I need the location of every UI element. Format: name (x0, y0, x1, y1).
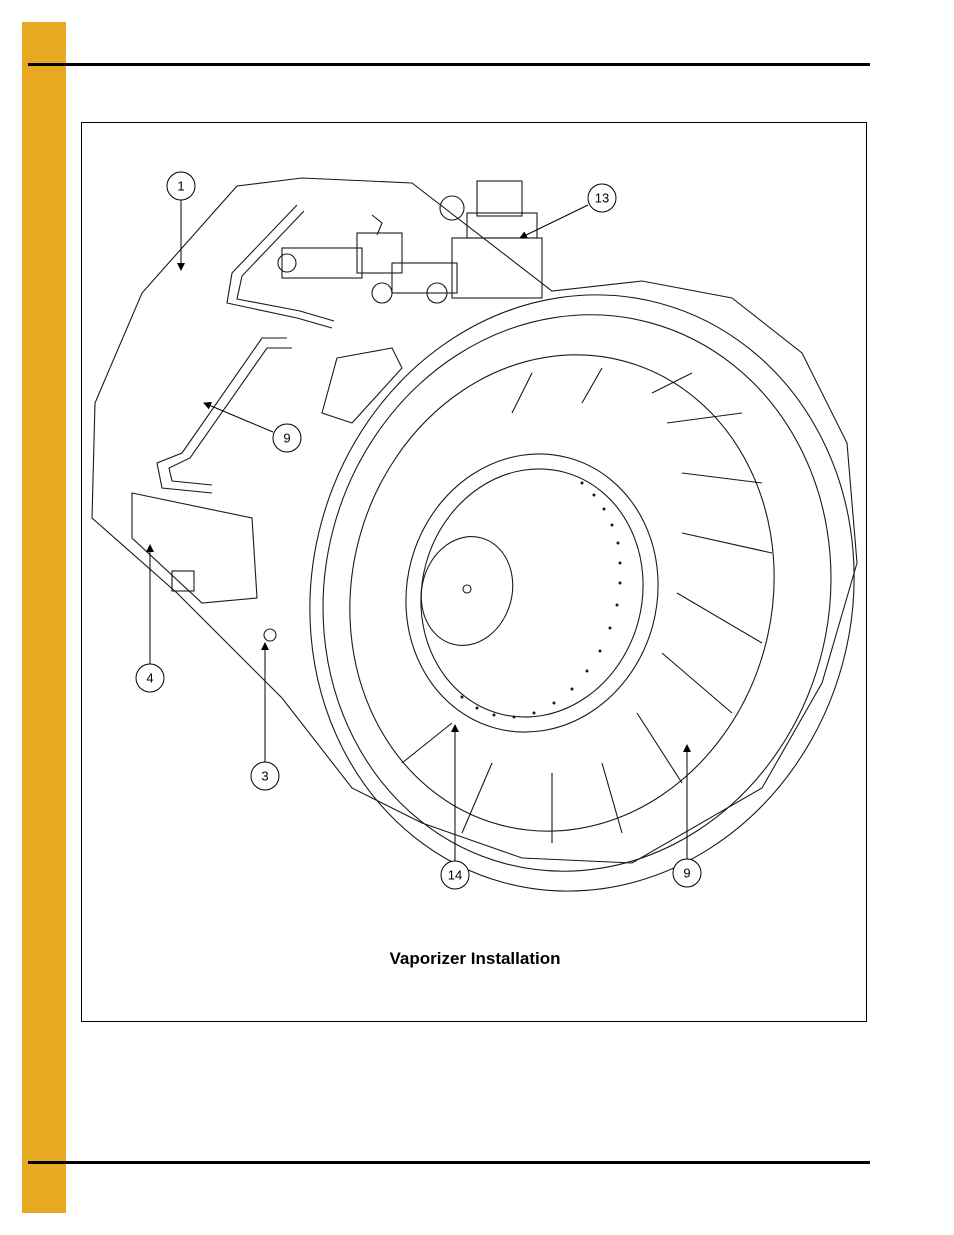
callout-13: 13 (520, 184, 616, 238)
fan-blades (402, 368, 772, 843)
callout-9-right-label: 9 (683, 866, 690, 881)
center-cone (409, 526, 524, 656)
valve-train (278, 181, 542, 303)
housing-outline (92, 178, 857, 863)
callout-9-left-label: 9 (283, 431, 290, 446)
footer-rule (28, 1161, 870, 1164)
callout-13-label: 13 (595, 191, 609, 206)
pipe-upper-b (237, 211, 334, 321)
fitting (264, 629, 276, 641)
side-color-bar (22, 22, 66, 1213)
burner-ring (375, 425, 689, 760)
pipe-lower (157, 338, 287, 493)
pipe-upper (227, 205, 332, 328)
callout-14-label: 14 (448, 868, 462, 883)
callout-4-label: 4 (146, 671, 153, 686)
callout-1: 1 (167, 172, 195, 270)
callout-1-label: 1 (177, 179, 184, 194)
callout-14: 14 (441, 725, 469, 889)
center-hub (463, 585, 471, 593)
outer-ring (244, 233, 868, 952)
mounting-bracket (322, 348, 402, 423)
fan-shroud (297, 307, 827, 879)
burner-ring-inner (393, 444, 670, 742)
outer-ring-inner (261, 257, 868, 928)
header-rule (28, 63, 870, 66)
callout-3-label: 3 (261, 769, 268, 784)
vaporizer-drawing: 1 13 9 4 3 14 9 (82, 123, 868, 1023)
perforations (461, 482, 622, 719)
figure-caption: Vaporizer Installation (82, 949, 868, 969)
callout-3: 3 (251, 643, 279, 790)
pipe-lower-b (169, 348, 292, 485)
figure-frame: 1 13 9 4 3 14 9 (81, 122, 867, 1022)
panel-tab (172, 571, 194, 591)
callout-4: 4 (136, 545, 164, 692)
callout-9-left: 9 (204, 403, 301, 452)
